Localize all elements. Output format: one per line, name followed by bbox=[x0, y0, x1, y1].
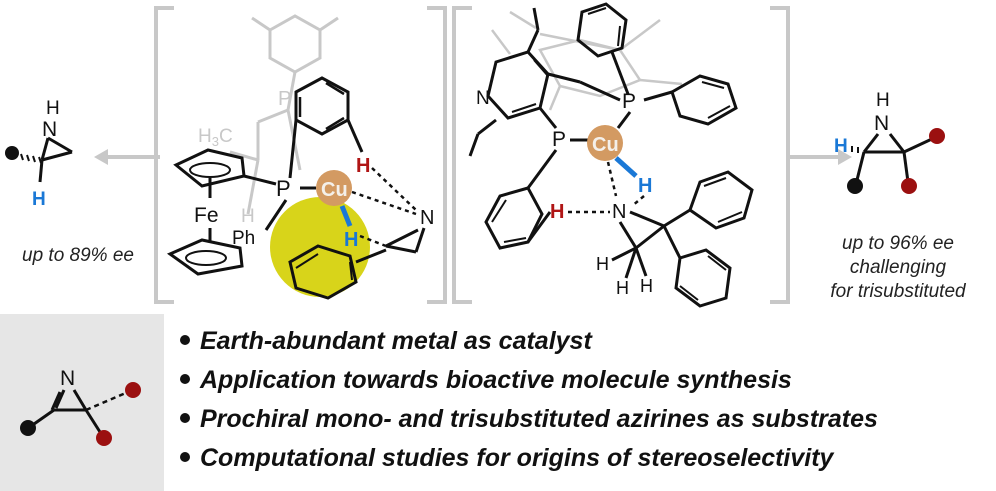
substrate-azirine: N bbox=[20, 367, 141, 446]
azirine-n-label: N bbox=[420, 207, 434, 229]
h-red-label-2: H bbox=[550, 201, 564, 223]
right-ee-line-2: challenging bbox=[849, 257, 947, 278]
substrate-red-ball-2 bbox=[96, 430, 112, 446]
amine-n-label: N bbox=[612, 201, 626, 223]
right-ee-line-1: up to 96% ee bbox=[842, 233, 954, 254]
h3c-label: H3C bbox=[198, 126, 233, 149]
right-arrow bbox=[790, 149, 852, 165]
bullet-text: Computational studies for origins of ste… bbox=[200, 444, 834, 472]
bullet-dot-icon bbox=[180, 452, 190, 463]
ts1-structure: H3C P H Fe P Ph Cu H bbox=[166, 14, 434, 300]
p-top-label: P bbox=[278, 88, 291, 110]
cu-atom bbox=[316, 170, 352, 206]
substituent-ball bbox=[5, 146, 19, 160]
methyl-h2-label: H bbox=[616, 278, 629, 298]
pyridine-n-label: N bbox=[476, 88, 490, 109]
product-h-blue-label: H bbox=[32, 189, 46, 210]
bullet-item: Earth-abundant metal as catalyst bbox=[180, 322, 996, 361]
left-arrow bbox=[94, 149, 160, 165]
p-left-label: P bbox=[552, 128, 566, 151]
red-substituent-1 bbox=[929, 128, 945, 144]
ts1-bracket-left bbox=[154, 6, 174, 304]
product-h-blue-right: H bbox=[834, 136, 848, 157]
cp-ring-lower bbox=[166, 238, 244, 276]
cu-atom-2 bbox=[587, 125, 623, 161]
red-substituent-2 bbox=[901, 178, 917, 194]
cp-ring-upper bbox=[173, 148, 246, 188]
fe-label: Fe bbox=[194, 204, 219, 227]
h-blue-label: H bbox=[344, 229, 358, 251]
methyl-h1-label: H bbox=[596, 254, 609, 274]
left-aziridine-product: N H H bbox=[5, 98, 73, 210]
cu-label: Cu bbox=[321, 179, 348, 201]
right-ee-block: up to 96% ee challenging for trisubstitu… bbox=[800, 232, 996, 304]
bullet-dot-icon bbox=[180, 374, 190, 385]
cu-label-2: Cu bbox=[592, 134, 619, 156]
bullet-item: Application towards bioactive molecule s… bbox=[180, 361, 996, 400]
ph-label: Ph bbox=[232, 228, 255, 249]
product-nh-label-right: H bbox=[876, 90, 890, 111]
bullet-dot-icon bbox=[180, 335, 190, 346]
p-right-label: P bbox=[622, 90, 636, 113]
bullet-dot-icon bbox=[180, 413, 190, 424]
bullet-text: Prochiral mono- and trisubstituted aziri… bbox=[200, 405, 878, 433]
ts2-structure: N P P Cu H H bbox=[468, 2, 754, 308]
ts2-bracket-left bbox=[452, 6, 472, 304]
p-main-label: P bbox=[276, 176, 291, 201]
feature-bullet-list: Earth-abundant metal as catalyst Applica… bbox=[180, 322, 996, 478]
black-substituent bbox=[847, 178, 863, 194]
h-red-label: H bbox=[356, 155, 370, 177]
ts2-bracket-right bbox=[770, 6, 790, 304]
ts1-bracket-right bbox=[427, 6, 447, 304]
bullet-text: Earth-abundant metal as catalyst bbox=[200, 327, 592, 355]
right-aziridine-product: N H H bbox=[834, 90, 945, 194]
h-stereo-label: H bbox=[241, 206, 255, 227]
substrate-black-ball bbox=[20, 420, 36, 436]
bullet-item: Computational studies for origins of ste… bbox=[180, 439, 996, 478]
substrate-red-ball-1 bbox=[125, 382, 141, 398]
bullet-text: Application towards bioactive molecule s… bbox=[200, 366, 792, 394]
methyl-h3-label: H bbox=[640, 276, 653, 296]
product-n-label: N bbox=[42, 118, 57, 141]
bullet-item: Prochiral mono- and trisubstituted aziri… bbox=[180, 400, 996, 439]
product-nh-label: H bbox=[46, 98, 60, 119]
h-blue-label-2: H bbox=[638, 175, 652, 197]
left-ee-text: up to 89% ee bbox=[22, 245, 134, 266]
right-ee-line-3: for trisubstituted bbox=[830, 281, 966, 302]
product-n-label-right: N bbox=[874, 112, 889, 135]
substrate-n-label: N bbox=[60, 367, 75, 390]
